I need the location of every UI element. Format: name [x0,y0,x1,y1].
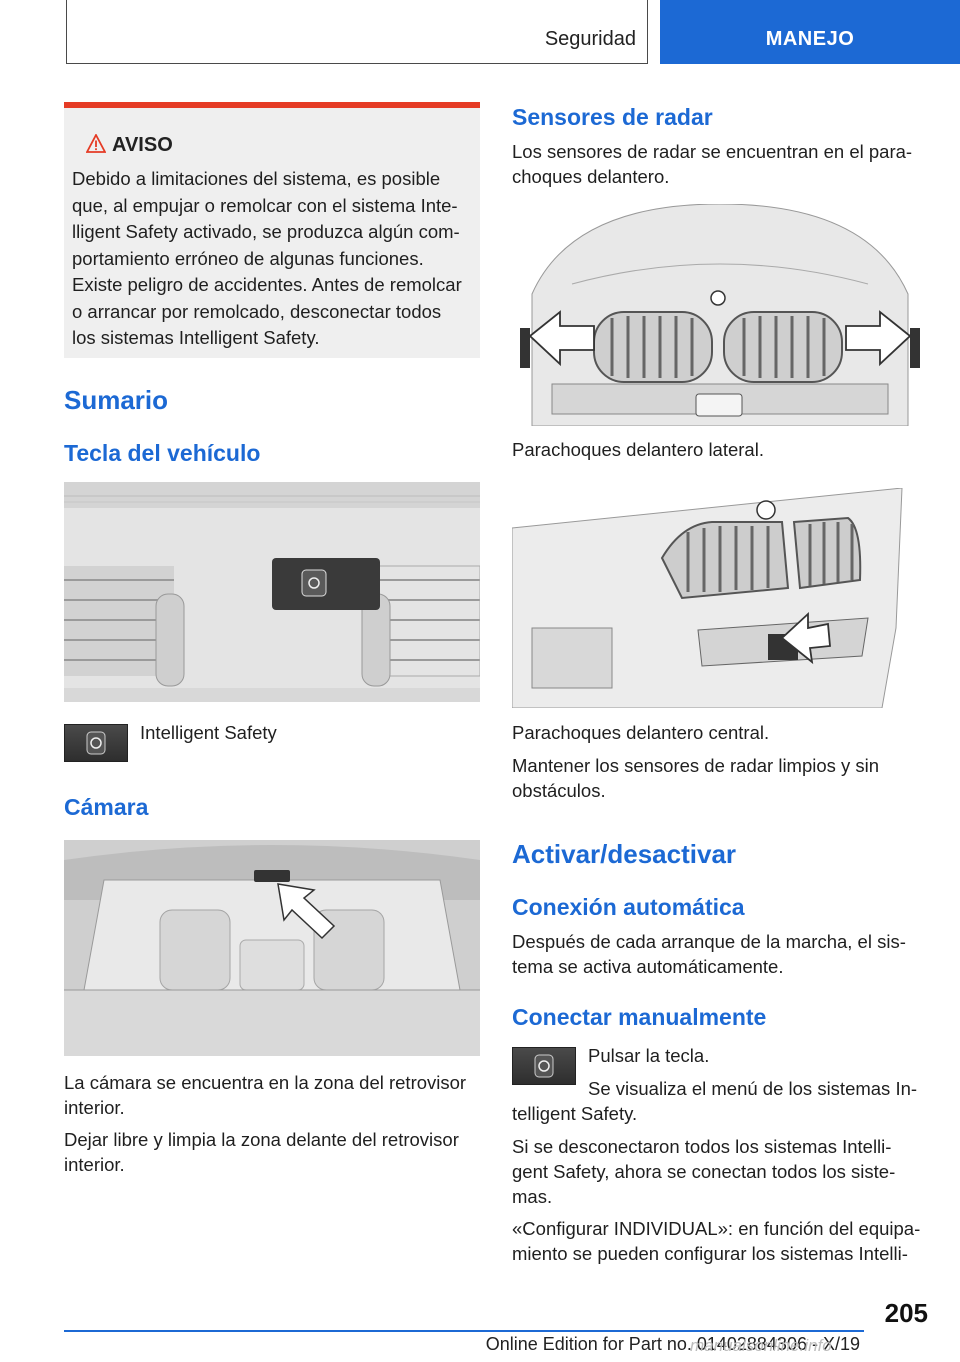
intelligent-safety-icon [534,1054,554,1078]
button-label: Intelligent Safety [140,722,277,743]
manual-paragraph-3: «Configurar INDIVIDUAL»: en función del … [512,1216,928,1266]
warning-line: los sistemas Intelligent Safety. [72,327,320,348]
text-line: Después de cada arranque de la marcha, e… [512,931,906,952]
heading-conexion-automatica: Conexión automática [512,894,745,920]
text-line: Si se desconectaron todos los sistemas I… [512,1136,892,1157]
bumper-lateral-photo [512,204,928,426]
manual-step-2: Se visualiza el menú de los sistemas In‐ [588,1078,918,1099]
manual-paragraph-2: Si se desconectaron todos los sistemas I… [512,1134,928,1209]
arrow-icon [845,310,912,367]
heading-activar-desactivar: Activar/desactivar [512,839,737,869]
camara-paragraph-2: Dejar libre y limpia la zona delante del… [64,1127,480,1177]
bumper-central-photo [512,488,928,708]
warning-title: AVISO [112,134,173,156]
text-line: «Configurar INDIVIDUAL»: en función del … [512,1218,921,1239]
camera-photo [64,840,480,1056]
intelligent-safety-icon [86,731,106,755]
heading-conectar-manualmente: Conectar manualmente [512,1004,767,1030]
radar-paragraph-1: Los sensores de radar se encuentran en e… [512,139,928,189]
caption-central: Parachoques delantero central. [512,722,770,743]
arrow-icon [528,310,595,367]
text-line: gent Safety, ahora se conectan todos los… [512,1161,896,1182]
warning-triangle-icon [86,134,106,153]
intelligent-safety-button-image-2 [512,1047,576,1085]
dashboard-button-photo [64,482,480,702]
footer-divider [64,1330,864,1332]
text-line: interior. [64,1154,125,1175]
warning-line: lligent Safety activado, se produzca alg… [72,221,460,242]
header-section-title: Seguridad [544,28,636,50]
text-line: obstáculos. [512,780,606,801]
text-line: Los sensores de radar se encuentran en e… [512,141,913,162]
warning-line: portamiento erróneo de algunas funciones… [72,247,424,269]
warning-line: Existe peligro de accidentes. Antes de r… [72,274,462,295]
text-line: mas. [512,1186,553,1207]
header-chapter-label: MANEJO [765,28,855,50]
text-line: Dejar libre y limpia la zona delante del… [64,1129,459,1150]
heading-sensores-radar: Sensores de radar [512,104,713,130]
text-line: interior. [64,1097,125,1118]
auto-paragraph: Después de cada arranque de la marcha, e… [512,929,928,979]
text-line: La cámara se encuentra en la zona del re… [64,1072,467,1093]
warning-body: Debido a limitaciones del sistema, es po… [72,166,478,352]
arrow-icon [277,883,336,940]
heading-sumario: Sumario [64,385,169,415]
camara-paragraph-1: La cámara se encuentra en la zona del re… [64,1070,480,1120]
warning-line: o arrancar por remolcado, desconectar to… [72,300,442,322]
text-line: miento se pueden configurar los sistemas… [512,1243,908,1264]
radar-paragraph-2: Mantener los sensores de radar limpios y… [512,753,928,803]
caption-lateral: Parachoques delantero lateral. [512,439,764,460]
arrow-icon [780,611,831,665]
manual-step-1: Pulsar la tecla. [588,1045,710,1066]
text-line: Mantener los sensores de radar limpios y… [512,755,880,776]
manual-step-2-cont: telligent Safety. [512,1103,638,1124]
warning-line: Debido a limitaciones del sistema, es po… [72,168,441,189]
watermark: manualsonline.info [690,1336,832,1355]
footer-edition: Online Edition for Part no. 01402884306 … [485,1334,860,1354]
intelligent-safety-button-image [64,724,128,762]
warning-box: AVISO Debido a limitaciones del sistema,… [64,102,480,358]
page-number: 205 [884,1298,928,1328]
warning-line: que, al empujar o remolcar con el sistem… [72,194,458,216]
header-frame [66,0,648,64]
header-chapter-tab: MANEJO [660,0,960,64]
heading-camara: Cámara [64,794,149,820]
text-line: tema se activa automáticamente. [512,956,784,977]
heading-tecla-vehiculo: Tecla del vehículo [64,440,261,466]
text-line: choques delantero. [512,166,670,187]
